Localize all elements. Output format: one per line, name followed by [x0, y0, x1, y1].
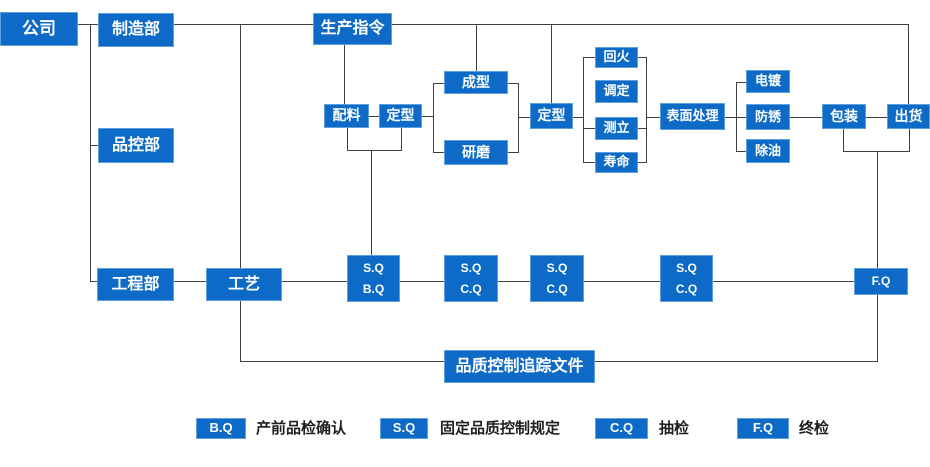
connector-line: [866, 117, 887, 118]
node-batching: 配料: [324, 104, 369, 128]
connector-line: [174, 281, 206, 282]
connector-line: [433, 83, 444, 84]
connector-line: [90, 281, 97, 282]
connector-line: [174, 24, 908, 25]
node-sq-cq-check-2: S.Q C.Q: [530, 255, 584, 302]
node-electroplating: 电镀: [746, 70, 790, 93]
connector-line: [551, 24, 552, 103]
node-production-order: 生产指令: [313, 13, 392, 45]
connector-line: [476, 24, 477, 71]
connector-line: [877, 151, 878, 362]
connector-line: [573, 117, 583, 118]
connector-line: [518, 117, 530, 118]
node-testing: 测立: [595, 117, 638, 140]
connector-line: [713, 281, 854, 282]
connector-line: [422, 116, 433, 117]
node-shipping: 出货: [887, 104, 930, 129]
node-quality-tracking-doc: 品质控制追踪文件: [444, 350, 595, 383]
node-sq-cq-check-1: S.Q C.Q: [444, 255, 498, 302]
connector-line: [584, 281, 660, 282]
node-quality-control-dept: 品控部: [98, 128, 174, 163]
legend-code-fq: F.Q: [737, 418, 789, 439]
connector-line: [90, 24, 91, 282]
connector-line: [736, 82, 746, 83]
node-surface-treatment: 表面处理: [660, 103, 725, 130]
connector-line: [508, 83, 518, 84]
node-sq-bq-check: S.Q B.Q: [347, 255, 400, 302]
connector-line: [725, 117, 746, 118]
node-packaging: 包装: [822, 104, 866, 129]
connector-line: [240, 24, 241, 268]
connector-line: [282, 281, 347, 282]
connector-line: [401, 128, 402, 151]
connector-line: [583, 57, 584, 163]
connector-line: [638, 128, 646, 129]
connector-line: [518, 83, 519, 153]
node-sizing-1: 定型: [379, 104, 422, 128]
node-fq-final-check: F.Q: [854, 268, 908, 295]
node-engineering-dept: 工程部: [97, 268, 174, 301]
legend-code-cq: C.Q: [595, 418, 648, 439]
legend-label-sq: 固定品质控制规定: [440, 420, 561, 437]
legend-label-bq: 产前品检确认: [256, 420, 347, 437]
legend-code-sq: S.Q: [380, 418, 428, 439]
connector-line: [583, 162, 595, 163]
node-adjusting: 调定: [595, 80, 638, 103]
connector-line: [240, 301, 241, 362]
node-sq-cq-check-3: S.Q C.Q: [660, 255, 713, 302]
connector-line: [843, 129, 844, 151]
node-forming: 成型: [444, 71, 508, 94]
connector-line: [736, 151, 746, 152]
connector-line: [369, 116, 379, 117]
connector-line: [790, 117, 822, 118]
node-manufacturing-dept: 制造部: [98, 13, 174, 47]
connector-line: [583, 57, 595, 58]
connector-line: [909, 129, 910, 152]
node-degreasing: 除油: [746, 139, 790, 163]
node-rust-prevention: 防锈: [746, 104, 790, 130]
connector-line: [90, 145, 98, 146]
connector-line: [433, 152, 444, 153]
connector-line: [638, 162, 646, 163]
node-tempering: 回火: [595, 47, 638, 68]
node-process-craft: 工艺: [206, 268, 282, 301]
connector-line: [347, 128, 348, 151]
connector-line: [77, 24, 98, 25]
node-grinding: 研磨: [444, 140, 508, 165]
connector-line: [736, 82, 737, 152]
connector-line: [638, 57, 646, 58]
connector-line: [498, 281, 530, 282]
connector-line: [583, 128, 595, 129]
node-sizing-2: 定型: [530, 103, 573, 129]
legend-code-bq: B.Q: [196, 418, 246, 439]
node-lifetime: 寿命: [595, 152, 638, 173]
connector-line: [508, 152, 518, 153]
legend-label-fq: 终检: [799, 420, 830, 437]
connector-line: [371, 150, 372, 255]
connector-line: [433, 83, 434, 153]
node-company: 公司: [0, 12, 78, 46]
connector-line: [344, 45, 345, 104]
connector-line: [347, 150, 402, 151]
connector-line: [646, 117, 660, 118]
legend-label-cq: 抽检: [659, 420, 690, 437]
connector-line: [908, 24, 909, 104]
connector-line: [646, 57, 647, 163]
connector-line: [400, 281, 444, 282]
connector-line: [843, 151, 910, 152]
